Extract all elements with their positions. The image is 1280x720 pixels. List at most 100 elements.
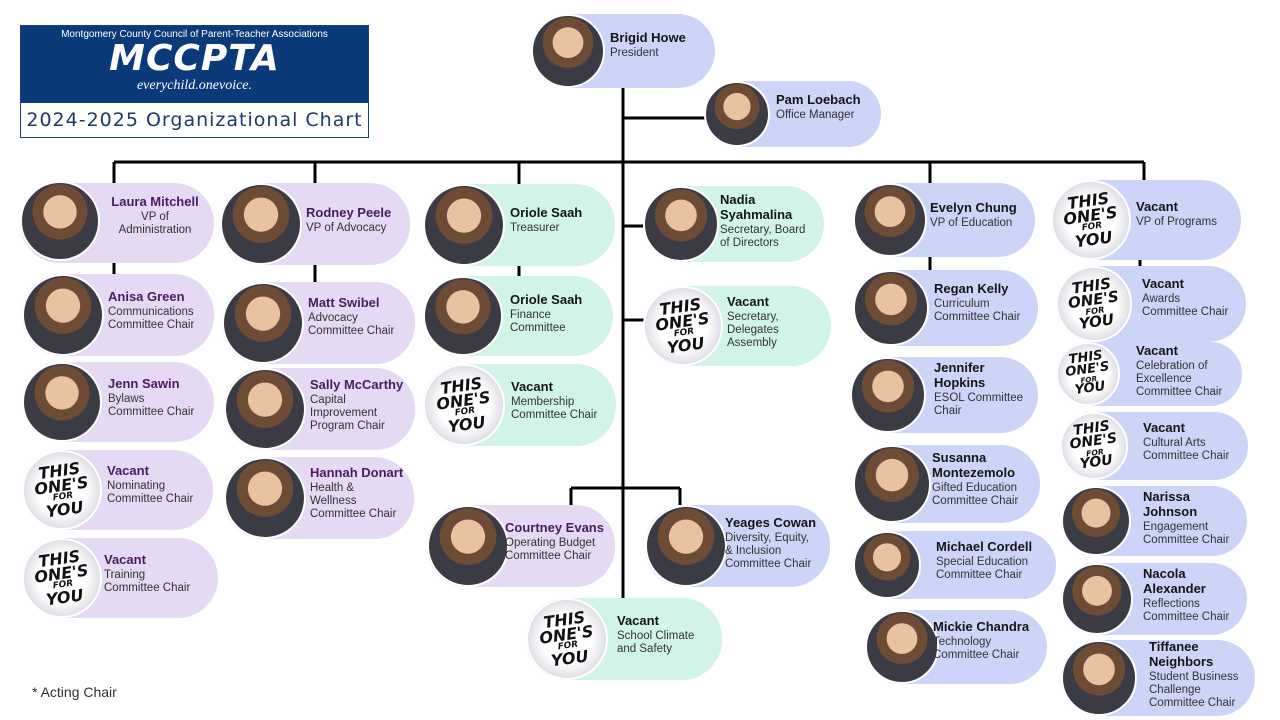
person-name: Oriole Saah xyxy=(510,205,583,220)
person-name: Vacant xyxy=(107,463,149,478)
person-name: Vacant xyxy=(617,613,659,628)
portrait-photo xyxy=(865,610,939,684)
portrait-photo xyxy=(220,183,302,265)
person-name: Vacant xyxy=(1142,276,1184,291)
person-name: Hannah Donart xyxy=(310,465,404,480)
person-name: Vacant xyxy=(1136,343,1178,358)
portrait-photo xyxy=(853,270,929,346)
person-name: Brigid Howe xyxy=(610,30,686,45)
portrait-photo xyxy=(850,357,926,433)
footnote: * Acting Chair xyxy=(32,684,117,700)
portrait-photo xyxy=(224,457,306,539)
person-name: Oriole Saah xyxy=(510,292,583,307)
portrait-photo xyxy=(1061,640,1137,716)
person-name: Mickie Chandra xyxy=(933,619,1030,634)
person-name: Evelyn Chung xyxy=(930,200,1017,215)
person-name: Vacant xyxy=(511,379,553,394)
portrait-photo xyxy=(1061,486,1131,556)
person-name: Vacant xyxy=(1136,199,1178,214)
role-title: VP of Advocacy xyxy=(306,222,387,234)
person-name: Vacant xyxy=(104,552,146,567)
person-name: Matt Swibel xyxy=(308,295,380,310)
person-name: Sally McCarthy xyxy=(310,377,404,392)
portrait-photo xyxy=(645,505,727,587)
portrait-photo xyxy=(423,276,503,356)
person-name: Jenn Sawin xyxy=(108,376,180,391)
position-text: Evelyn Chung VP of Education xyxy=(930,200,1029,230)
logo-banner: Montgomery County Council of Parent-Teac… xyxy=(21,26,368,103)
mccpta-logo: Montgomery County Council of Parent-Teac… xyxy=(20,25,369,138)
portrait-photo xyxy=(20,181,100,261)
org-full-name: Montgomery County Council of Parent-Teac… xyxy=(61,29,328,40)
person-name: Vacant xyxy=(1143,420,1185,435)
portrait-photo xyxy=(423,184,505,266)
role-title: VP of Education xyxy=(930,217,1013,229)
person-name: Vacant xyxy=(727,294,769,309)
person-name: Courtney Evans xyxy=(505,520,604,535)
portrait-photo xyxy=(853,445,931,523)
portrait-photo xyxy=(643,186,719,262)
role-title: President xyxy=(610,47,659,59)
person-name: Yeages Cowan xyxy=(725,515,817,530)
portrait-photo xyxy=(22,362,102,442)
portrait-photo xyxy=(853,183,927,257)
portrait-photo xyxy=(531,14,605,88)
portrait-photo xyxy=(22,274,104,356)
role-title: VP of Programs xyxy=(1136,216,1217,228)
role-title: Office Manager xyxy=(776,109,855,121)
